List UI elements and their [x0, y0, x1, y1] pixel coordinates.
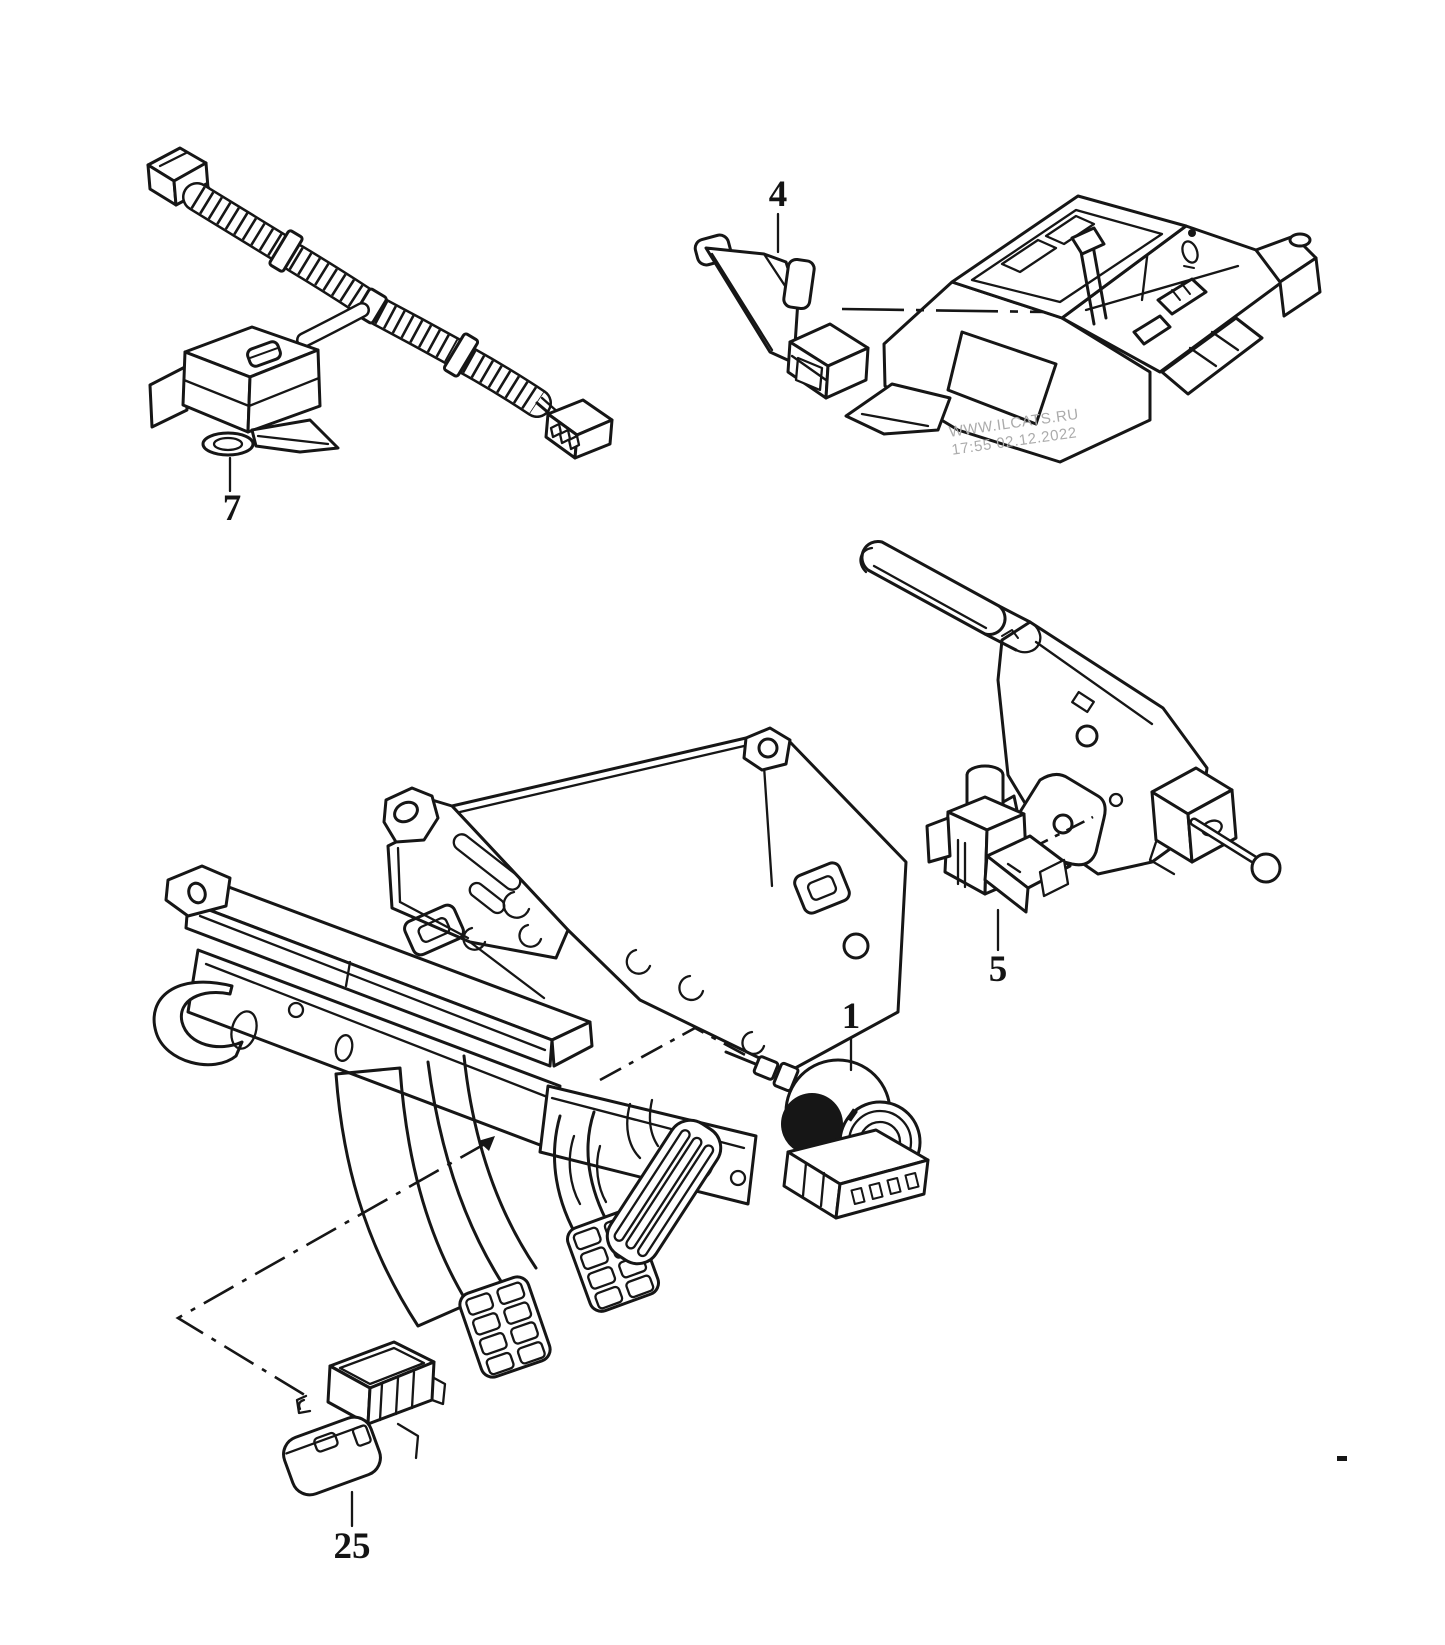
brake-pedal-pad: [458, 1275, 552, 1379]
stop-light-switch-part1: [724, 1036, 930, 1220]
accelerator-pedal: [605, 1118, 723, 1266]
callout-25: 25: [333, 1526, 371, 1567]
pedal-bracket-assembly: [152, 726, 908, 1328]
callout-1: 1: [841, 996, 861, 1037]
dash-leader-part25: [175, 1139, 491, 1399]
selector-housing: [844, 194, 1322, 464]
switch-part5: [925, 764, 1072, 952]
callout-4: 4: [768, 174, 788, 215]
harness-sensor-unit: [148, 325, 340, 457]
wiring-harness-part7: [146, 146, 614, 493]
stray-mark: [1337, 1456, 1347, 1461]
switch-part25: [282, 1340, 447, 1528]
arrowhead-icon: [478, 1136, 495, 1151]
bracket-switch-part4: [693, 212, 870, 400]
handbrake-lever: [859, 540, 1282, 884]
callout-7: 7: [222, 488, 242, 529]
callout-5: 5: [988, 949, 1008, 990]
handbrake-rod-ball: [1189, 817, 1282, 884]
harness-connector-right: [544, 398, 614, 460]
switch-black-dot: [781, 1093, 843, 1155]
corrugated-tube: [182, 182, 562, 422]
brake-pedal-arm: [334, 1066, 470, 1328]
dash-leader-part1: [599, 1026, 750, 1082]
dash-leader-part4: [841, 307, 1046, 314]
part4-connector: [786, 322, 870, 400]
